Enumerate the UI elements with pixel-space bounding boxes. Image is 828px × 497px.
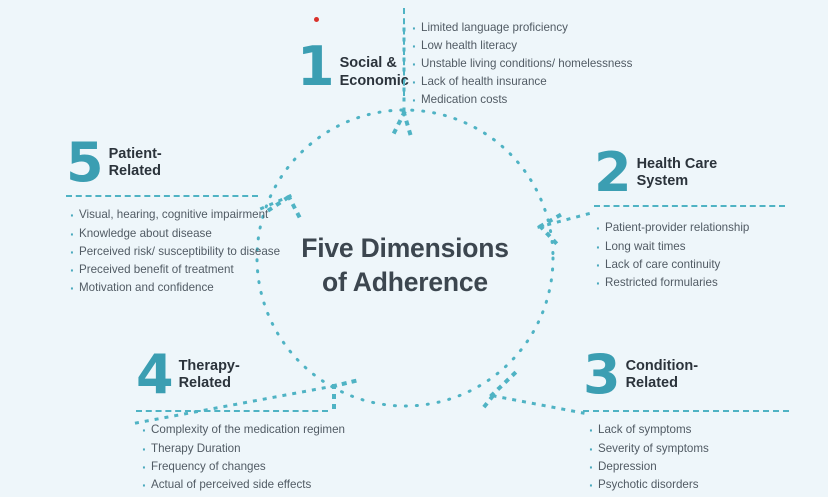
list-item: Preceived benefit of treatment <box>70 260 262 282</box>
dimension-4-list: Complexity of the medication regimen The… <box>142 420 345 497</box>
list-item: Patient-provider relationship <box>596 218 794 240</box>
list-item: Lack of care continuity <box>596 255 794 277</box>
list-item: Severity of symptoms <box>589 439 793 461</box>
dimension-3-list: Lack of symptoms Severity of symptoms De… <box>589 420 793 497</box>
dimension-1: 1 Social & Economic <box>297 35 409 98</box>
list-item: Therapy Duration <box>142 439 331 461</box>
dimension-2-list: Patient-provider relationship Long wait … <box>596 218 794 295</box>
dimension-3-label: Condition- Related <box>625 357 699 392</box>
dimension-3-divider <box>583 410 789 413</box>
list-item: Actual of perceived side effects <box>142 475 331 497</box>
red-dot-marker <box>314 17 319 22</box>
dimension-1-divider <box>403 8 405 96</box>
dimension-2: 2 Health Care System Patient-provider re… <box>594 141 794 295</box>
dimension-3: 3 Condition- Related Lack of symptoms Se… <box>583 343 793 497</box>
dimension-3-number: 3 <box>583 343 621 406</box>
dimension-4-label: Therapy- Related <box>178 357 240 392</box>
dimension-1-number: 1 <box>297 35 335 98</box>
list-item: Limited language proficiency <box>412 18 632 40</box>
list-item: Long wait times <box>596 237 794 259</box>
center-title: Five Dimensions of Adherence <box>255 232 555 300</box>
center-title-line2: of Adherence <box>322 266 488 297</box>
dimension-4-number: 4 <box>136 343 174 406</box>
list-item: Unstable living conditions/ homelessness <box>412 54 632 76</box>
list-item: Low health literacy <box>412 36 632 58</box>
dimension-5-number: 5 <box>66 131 104 194</box>
center-title-line1: Five Dimensions <box>301 233 509 263</box>
dimension-5-label: Patient- Related <box>108 145 162 180</box>
list-item: Perceived risk/ susceptibility to diseas… <box>70 242 280 264</box>
list-item: Frequency of changes <box>142 457 331 479</box>
dimension-2-label: Health Care System <box>636 155 718 190</box>
dimension-2-divider <box>594 205 785 208</box>
dimension-1-label: Social & Economic <box>339 55 409 89</box>
dimension-5-divider <box>66 195 258 198</box>
dimension-4: 4 Therapy- Related Complexity of the med… <box>136 343 345 497</box>
list-item: Motivation and confidence <box>70 278 262 300</box>
dimension-4-divider <box>136 410 328 413</box>
dimension-5-list: Visual, hearing, cognitive impairment Kn… <box>70 205 280 300</box>
dimension-1-heading: 1 Social & Economic <box>297 35 409 98</box>
dimension-5-heading: 5 Patient- Related <box>66 131 262 194</box>
dimension-5: 5 Patient- Related Visual, hearing, cogn… <box>66 131 280 300</box>
list-item: Knowledge about disease <box>70 224 262 246</box>
dimension-3-heading: 3 Condition- Related <box>583 343 793 406</box>
dimension-1-list: Limited language proficiency Low health … <box>412 18 632 112</box>
list-item: Medication costs <box>412 90 632 112</box>
list-item: Complexity of the medication regimen <box>142 420 345 442</box>
dimension-4-heading: 4 Therapy- Related <box>136 343 331 406</box>
list-item: Lack of symptoms <box>589 420 793 442</box>
connector-3 <box>477 369 585 415</box>
list-item: Depression <box>589 457 793 479</box>
list-item: Psychotic disorders <box>589 475 793 497</box>
dimension-2-heading: 2 Health Care System <box>594 141 794 204</box>
list-item: Lack of health insurance <box>412 72 632 94</box>
list-item: Visual, hearing, cognitive impairment <box>70 205 268 227</box>
list-item: Restricted formularies <box>596 273 794 295</box>
dimension-2-number: 2 <box>594 141 632 204</box>
